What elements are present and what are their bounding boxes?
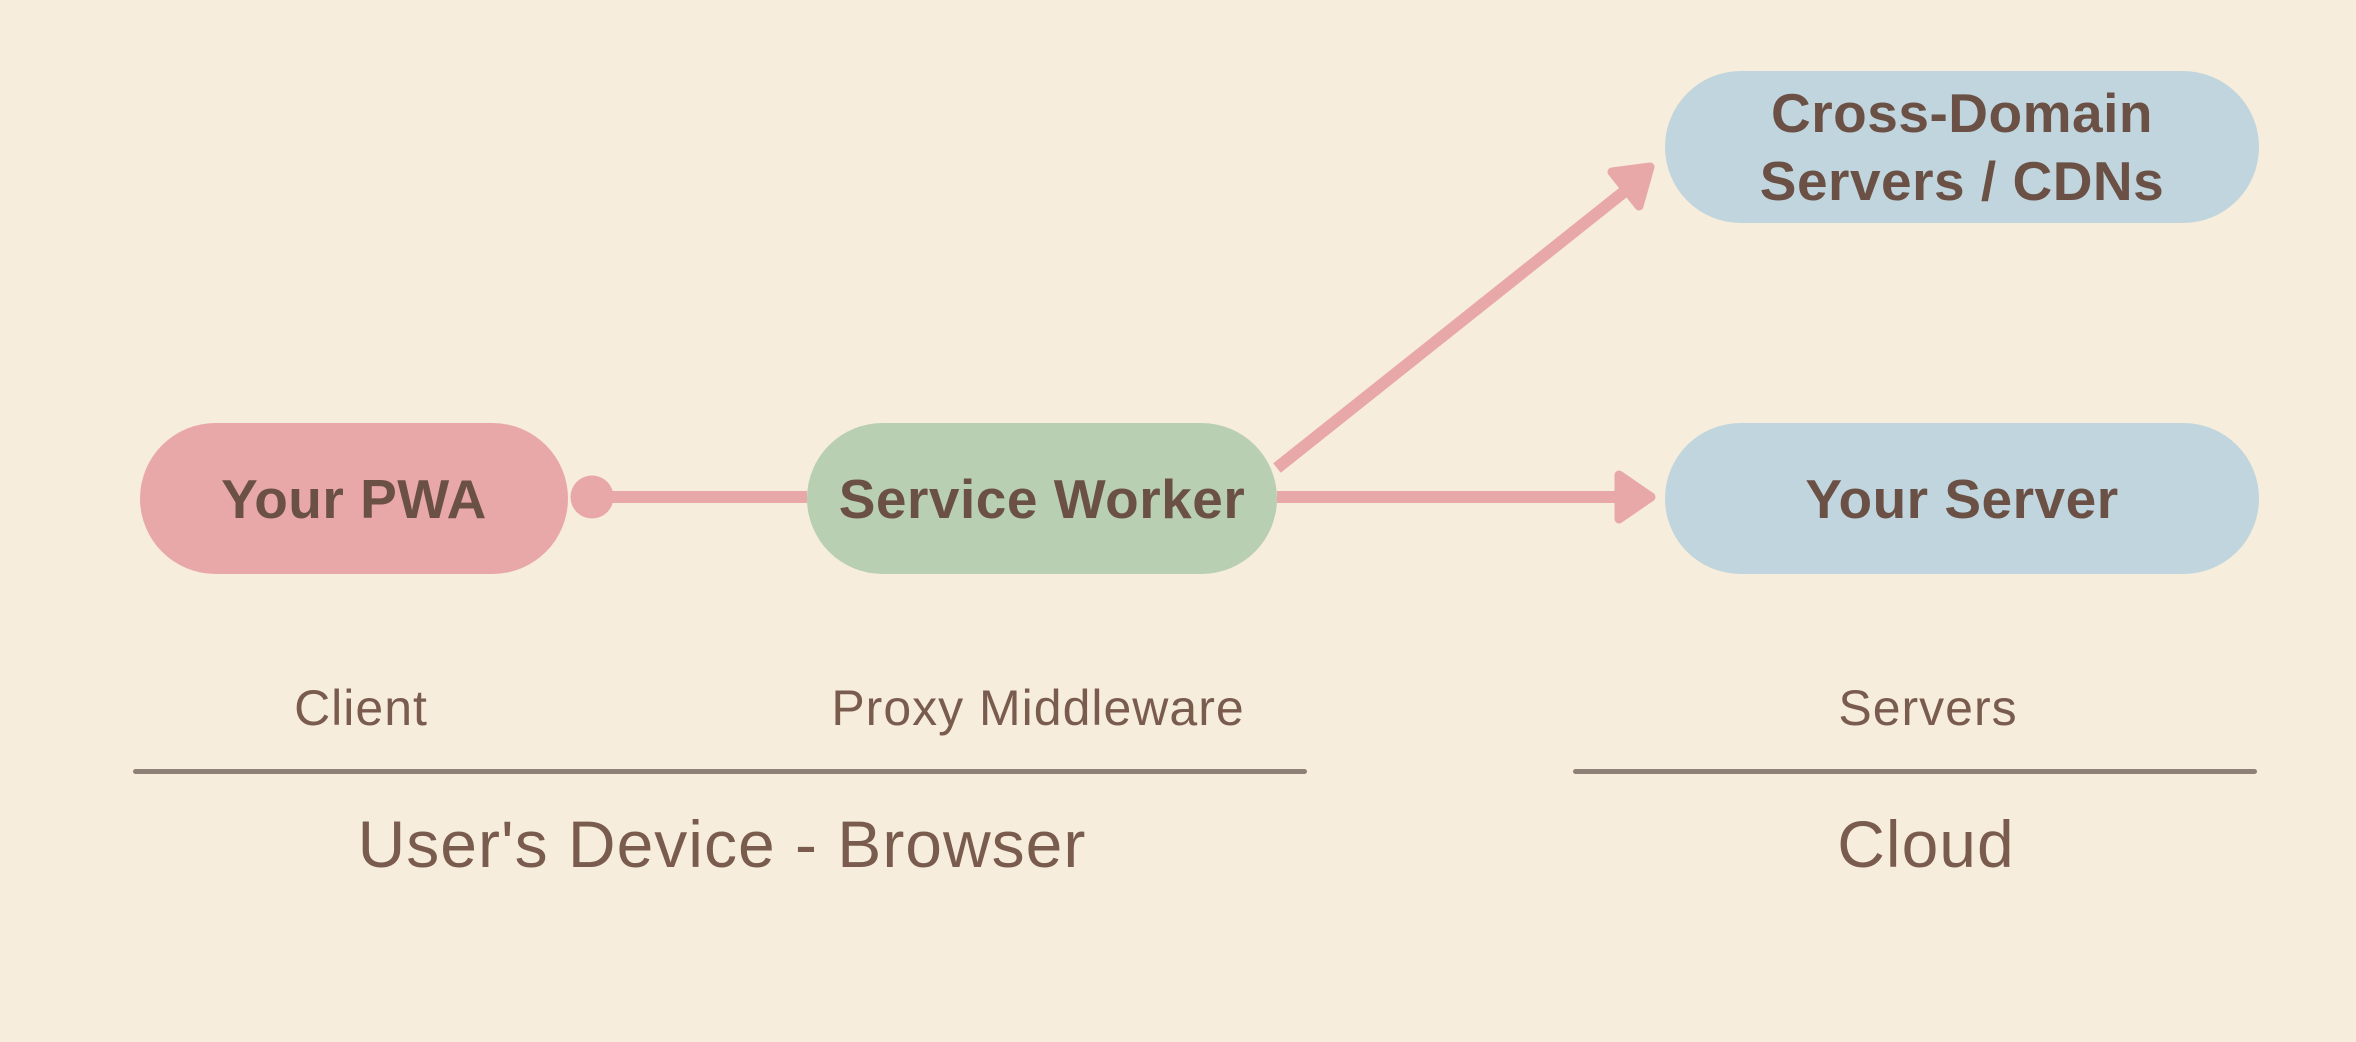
connector-dot xyxy=(570,475,614,519)
node-service-worker-label: Service Worker xyxy=(838,467,1246,530)
label-client: Client xyxy=(294,680,428,736)
divider-user-device xyxy=(133,769,1307,774)
label-cloud: Cloud xyxy=(1837,807,2015,881)
arrow-line-sw-to-cdn xyxy=(1273,186,1629,473)
node-your-server: Your Server xyxy=(1665,423,2259,574)
label-servers: Servers xyxy=(1838,680,2018,736)
node-service-worker: Service Worker xyxy=(807,423,1277,574)
node-cross-domain-servers: Cross-Domain Servers / CDNs xyxy=(1665,71,2259,223)
node-your-pwa: Your PWA xyxy=(140,423,568,574)
divider-cloud xyxy=(1573,769,2257,774)
node-cross-domain-label-line1: Cross-Domain xyxy=(1771,82,2153,144)
arrowhead-to-server-icon xyxy=(1614,470,1656,524)
label-proxy-middleware: Proxy Middleware xyxy=(831,680,1245,736)
node-your-pwa-label: Your PWA xyxy=(221,467,487,530)
node-your-server-label: Your Server xyxy=(1805,467,2119,530)
label-user-device-browser: User's Device - Browser xyxy=(357,807,1087,881)
arrowhead-to-cdn-icon xyxy=(1607,162,1655,211)
node-cross-domain-label-line2: Servers / CDNs xyxy=(1759,150,2165,212)
